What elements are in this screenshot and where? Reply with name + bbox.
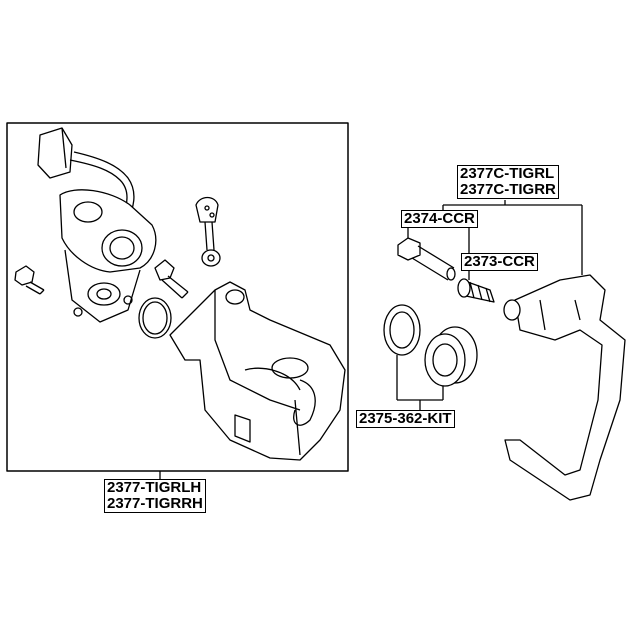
- bleeder-screw: [154, 259, 189, 299]
- caliper-carrier: [503, 274, 626, 501]
- part-number: 2377-TIGRLH: [107, 479, 202, 496]
- leader-lines: [396, 200, 583, 411]
- parking-brake-motor: [37, 127, 157, 323]
- guide-bolt: [397, 237, 456, 281]
- mounting-bolt: [14, 265, 45, 295]
- label-guide-bushing: 2373-CCR: [461, 253, 538, 271]
- part-number: 2373-CCR: [464, 253, 535, 270]
- guide-bushing: [457, 278, 495, 303]
- o-ring: [138, 297, 172, 339]
- part-number: 2374-CCR: [404, 210, 475, 227]
- label-repair-kit: 2375-362-KIT: [356, 410, 455, 428]
- part-number: 2377C-TIGRL: [460, 165, 555, 182]
- part-number: 2377C-TIGRR: [460, 181, 556, 198]
- seal-kit: [383, 304, 478, 387]
- caliper-housing: [169, 281, 346, 461]
- part-number: 2375-362-KIT: [359, 410, 452, 427]
- label-caliper-carrier: 2377C-TIGRL 2377C-TIGRR: [457, 165, 559, 199]
- link-rod: [195, 196, 221, 267]
- part-number: 2377-TIGRRH: [107, 495, 203, 512]
- label-guide-bolt: 2374-CCR: [401, 210, 478, 228]
- label-caliper-assembly: 2377-TIGRLH 2377-TIGRRH: [104, 479, 206, 513]
- caliper-group-frame: [6, 122, 349, 472]
